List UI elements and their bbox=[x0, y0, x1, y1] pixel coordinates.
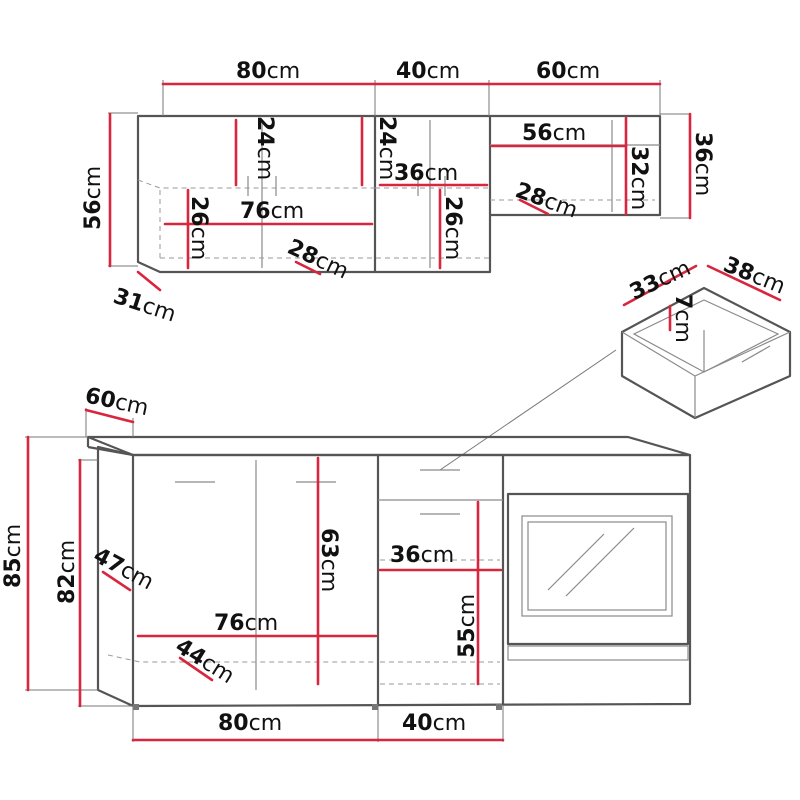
label-inner-height-right: 32cm bbox=[626, 146, 651, 210]
dim-inner-depth-left bbox=[294, 260, 322, 276]
base-cabinets: 60cm 85cm 82cm 47cm 63cm 76cm 44cm 36cm … bbox=[1, 383, 692, 742]
label-inner-width-middle: 36cm bbox=[394, 161, 458, 186]
dim-upper-depth bbox=[136, 270, 162, 292]
label-inner-width-right: 56cm bbox=[522, 121, 586, 146]
label-inner-height-left: 63cm bbox=[316, 528, 341, 592]
label-inner-height-base-right: 55cm bbox=[455, 594, 480, 658]
leg-1 bbox=[133, 704, 139, 710]
countertop bbox=[86, 435, 692, 457]
dim-drawer-depth bbox=[622, 264, 698, 307]
drawer-inner-rim bbox=[632, 299, 780, 373]
dim-side-depth bbox=[101, 570, 132, 592]
label-total-height: 85cm bbox=[1, 524, 26, 588]
label-drawer-width: 38cm bbox=[720, 252, 789, 299]
oven-window bbox=[521, 515, 673, 617]
label-upper-width-middle: 40cm bbox=[396, 59, 460, 84]
oven-window-inner bbox=[527, 521, 667, 611]
oven-glare-2 bbox=[565, 527, 635, 597]
label-upper-height-right: 36cm bbox=[690, 132, 715, 196]
base-front bbox=[132, 453, 692, 708]
dim-countertop-depth bbox=[84, 408, 135, 424]
label-shelf-gap-left: 24cm bbox=[252, 116, 277, 180]
label-inner-depth-base: 44cm bbox=[171, 634, 239, 689]
label-upper-width-left: 80cm bbox=[236, 59, 300, 84]
label-inner-width-base-left: 76cm bbox=[214, 611, 278, 636]
base-shelf-dash bbox=[107, 654, 375, 663]
oven-door bbox=[506, 492, 690, 646]
upper-shelf-left-dash bbox=[137, 179, 375, 189]
label-countertop-depth: 60cm bbox=[83, 383, 151, 421]
label-upper-width-right: 60cm bbox=[536, 59, 600, 84]
drawer-front-top-edge bbox=[621, 331, 791, 377]
label-side-depth: 47cm bbox=[89, 543, 157, 595]
label-lower-gap-left: 26cm bbox=[186, 196, 211, 260]
upper-cabinet-outline bbox=[136, 114, 662, 274]
label-inner-depth-left: 28cm bbox=[283, 235, 352, 285]
dim-drawer-width bbox=[706, 264, 782, 302]
oven bbox=[506, 492, 690, 661]
drawer-box bbox=[620, 286, 792, 420]
label-inner-width-left: 76cm bbox=[240, 199, 304, 224]
oven-drawer bbox=[507, 645, 689, 661]
leg-3 bbox=[496, 704, 502, 710]
dim-inner-depth-right bbox=[518, 198, 550, 216]
label-upper-height-left: 56cm bbox=[81, 166, 106, 230]
label-inner-width-base-right: 36cm bbox=[390, 543, 454, 568]
label-shelf-gap-middle: 24cm bbox=[374, 116, 399, 180]
drawer-leader-line bbox=[439, 349, 617, 471]
label-base-width-left: 80cm bbox=[218, 711, 282, 736]
label-base-width-right: 40cm bbox=[402, 711, 466, 736]
dim-inner-depth-base bbox=[178, 656, 214, 682]
drawer-handle bbox=[741, 345, 771, 363]
oven-glare-1 bbox=[547, 533, 605, 591]
upper-cabinets: 80cm 40cm 60cm 56cm 36cm 31cm 24cm 24cm … bbox=[81, 59, 715, 328]
leg-2 bbox=[372, 704, 378, 710]
label-lower-gap-middle: 26cm bbox=[440, 196, 465, 260]
label-inner-depth-right: 28cm bbox=[512, 178, 581, 223]
label-upper-depth: 31cm bbox=[110, 284, 179, 328]
label-drawer-height: 7cm bbox=[670, 294, 695, 343]
label-body-height: 82cm bbox=[55, 540, 80, 604]
